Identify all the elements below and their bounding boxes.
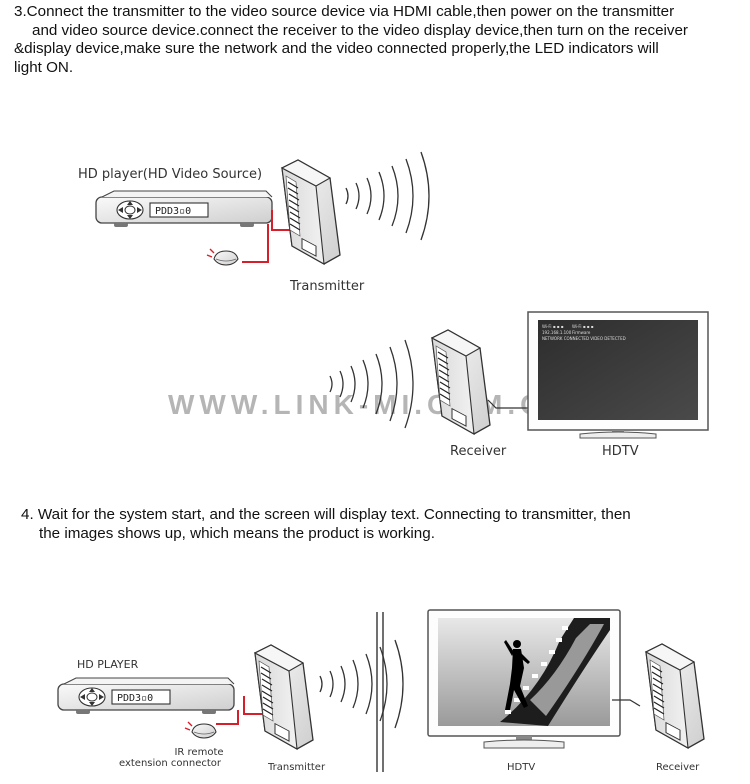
wireless-signal-icon-2 [329,339,414,429]
receiver-label: Receiver [450,444,507,459]
ir-cable-2 [216,710,239,725]
step-3-line-2: and video source device.connect the rece… [32,21,688,39]
ir-receiver-icon [206,248,239,266]
diagram-1: WWW.LINK-MI.COM.CN HD player(HD Video So… [78,151,709,459]
ir-label-line-1: IR remote [174,747,223,758]
player-display-text: PDD3▫0 [155,206,191,217]
watermark-text: WWW.LINK-MI.COM.CN [168,389,571,420]
hdtv-icon-1: Wi-Fi ▪ ▪ ▪ Wi-Fi ▪ ▪ ▪ 192.168.1.100 Fi… [527,311,709,439]
ir-receiver-icon-2 [184,721,217,739]
receiver-device-icon-2 [645,643,705,749]
hd-player-label-2: HD PLAYER [77,658,139,671]
receiver-label-2: Receiver [656,762,700,773]
wireless-signal-icon-1 [345,151,430,241]
transmitter-label-2: Transmitter [267,762,326,773]
transmitter-label: Transmitter [289,279,365,294]
hd-player-device: PDD3▫0 [95,190,273,228]
ir-label-line-2: extension connector [119,758,222,769]
player-display-text-2: PDD3▫0 [117,693,153,704]
step-3-line-4: light ON. [14,58,74,76]
step-3-instructions: 3.Connect the transmitter to the video s… [14,3,736,77]
svg-text:192.168.1.100: 192.168.1.100 [542,330,572,335]
svg-text:NETWORK CONNECTED VIDEO DETE: NETWORK CONNECTED VIDEO DETECTED [542,336,626,341]
hd-player-device-2: PDD3▫0 [57,677,235,715]
svg-text:Wi-Fi ▪ ▪ ▪: Wi-Fi ▪ ▪ ▪ [542,324,564,329]
ir-cable [242,224,269,263]
hdtv-label: HDTV [602,444,639,459]
step-4-instructions: 4. Wait for the system start, and the sc… [21,506,721,543]
transmitter-device-icon [281,159,341,265]
hdmi-cable-receiver-2 [612,699,641,707]
wireless-signal-icon-3 [319,639,404,729]
step-4-line-1: 4. Wait for the system start, and the sc… [21,506,631,523]
hdmi-cable-2 [243,696,266,715]
wall-divider [376,612,384,772]
hdmi-cable-receiver [487,399,530,409]
svg-text:Wi-Fi ▪ ▪ ▪: Wi-Fi ▪ ▪ ▪ [572,324,594,329]
hdtv-label-2: HDTV [507,762,535,773]
step-3-line-1: 3.Connect the transmitter to the video s… [14,3,675,20]
hdtv-icon-2 [427,609,621,749]
svg-text:Firmware: Firmware [572,330,591,335]
hdmi-cable [271,210,294,231]
transmitter-device-icon-2 [254,644,314,750]
diagram-2: HD PLAYER PDD3▫0 IR remote extension con… [57,609,705,773]
hd-player-label: HD player(HD Video Source) [78,167,262,182]
step-3-line-3: &display device,make sure the network an… [14,40,659,57]
step-4-line-2: the images shows up, which means the pro… [39,524,435,542]
